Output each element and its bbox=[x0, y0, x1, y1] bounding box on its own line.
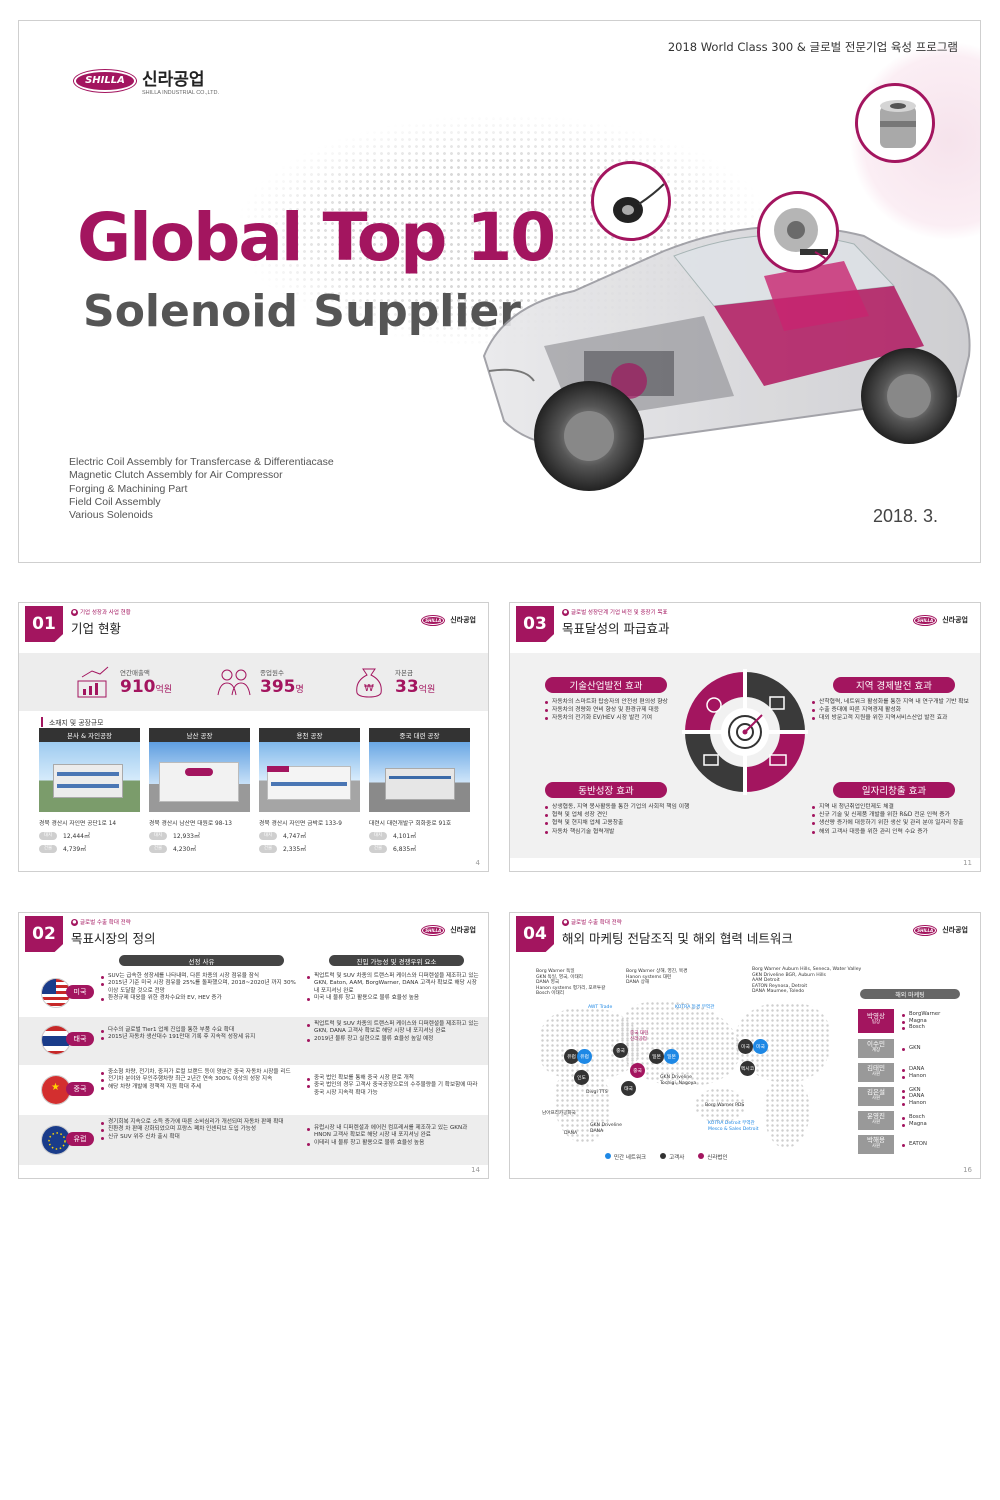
plant-photo bbox=[39, 742, 140, 812]
svg-text:★: ★ bbox=[51, 1082, 60, 1093]
cover-date: 2018. 3. bbox=[872, 506, 938, 526]
product-list: Electric Coil Assembly for Transfercase … bbox=[69, 456, 334, 522]
team-header: 해외 마케팅 bbox=[860, 989, 960, 999]
slide-title: 해외 마케팅 전담조직 및 해외 협력 네트워크 bbox=[562, 931, 793, 946]
revenue-chart-icon bbox=[77, 666, 109, 698]
plant-photo bbox=[369, 742, 470, 812]
slide-impact: 03 ●글로벌 성장단계 기업 비전 및 중장기 목표 목표달성의 파급효과 S… bbox=[509, 602, 981, 872]
cover-title: Global Top 10 bbox=[77, 199, 556, 276]
slide-title: 목표시장의 정의 bbox=[71, 931, 156, 946]
coil-part-photo bbox=[855, 83, 935, 163]
country-tag: 미국 bbox=[66, 985, 94, 999]
impact-label: 동반성장 효과 bbox=[545, 782, 667, 798]
slide-title: 기업 현황 bbox=[71, 621, 121, 636]
map-node: 태국 bbox=[621, 1081, 636, 1096]
plant-photo bbox=[259, 742, 360, 812]
map-node: 멕시코 bbox=[740, 1061, 755, 1076]
plant-photo bbox=[149, 742, 250, 812]
section-bullet-icon: ● bbox=[71, 608, 78, 616]
svg-text:₩: ₩ bbox=[364, 683, 374, 694]
country-tag: 태국 bbox=[66, 1032, 94, 1046]
clutch-part-photo bbox=[757, 191, 839, 273]
page-number: 16 bbox=[963, 1166, 972, 1174]
cover-subtitle: Solenoid Supplier bbox=[83, 286, 522, 337]
map-node: 일본 bbox=[649, 1049, 664, 1064]
map-node: 중국 bbox=[630, 1063, 645, 1078]
solenoid-part-photo bbox=[591, 161, 671, 241]
impact-donut bbox=[682, 669, 808, 795]
col-header: 진입 가능성 및 경쟁우위 요소 bbox=[329, 955, 464, 966]
map-node: 유럽 bbox=[577, 1049, 592, 1064]
program-title: 2018 World Class 300 & 글로벌 전문기업 육성 프로그램 bbox=[667, 40, 958, 54]
impact-label: 일자리창출 효과 bbox=[833, 782, 955, 798]
map-node: 유럽 bbox=[564, 1049, 579, 1064]
money-bag-icon: ₩ bbox=[356, 668, 382, 698]
map-node: 중국 bbox=[613, 1043, 628, 1058]
section-bullet-icon: ● bbox=[562, 918, 569, 926]
map-legend: 민간 네트워크 고객사 신라법인 bbox=[605, 1153, 728, 1161]
col-header: 선정 사유 bbox=[119, 955, 284, 966]
section-label: 소재지 및 공장규모 bbox=[41, 717, 103, 727]
map-oceania bbox=[695, 1088, 745, 1123]
map-node: 미국 bbox=[753, 1039, 768, 1054]
map-south-america bbox=[765, 1078, 810, 1148]
page-number: 4 bbox=[475, 859, 480, 867]
impact-label: 지역 경제발전 효과 bbox=[833, 677, 955, 693]
thailand-flag-icon bbox=[41, 1025, 71, 1055]
country-tag: 유럽 bbox=[66, 1132, 94, 1146]
car-illustration bbox=[482, 225, 971, 491]
section-bullet-icon: ● bbox=[562, 608, 569, 616]
map-node: 미국 bbox=[738, 1039, 753, 1054]
page-number: 14 bbox=[471, 1166, 480, 1174]
slide-overseas-network: 04 ●글로벌 수출 확대 전략 해외 마케팅 전담조직 및 해외 협력 네트워… bbox=[509, 912, 981, 1179]
map-node: 인도 bbox=[574, 1070, 589, 1085]
page-number: 11 bbox=[963, 859, 972, 867]
people-icon bbox=[217, 669, 251, 696]
slide-title: 목표달성의 파급효과 bbox=[562, 621, 670, 636]
china-flag-icon: ★ bbox=[41, 1075, 71, 1105]
map-node: 일본 bbox=[664, 1049, 679, 1064]
impact-label: 기술산업발전 효과 bbox=[545, 677, 667, 693]
section-bullet-icon: ● bbox=[71, 918, 78, 926]
country-tag: 중국 bbox=[66, 1082, 94, 1096]
